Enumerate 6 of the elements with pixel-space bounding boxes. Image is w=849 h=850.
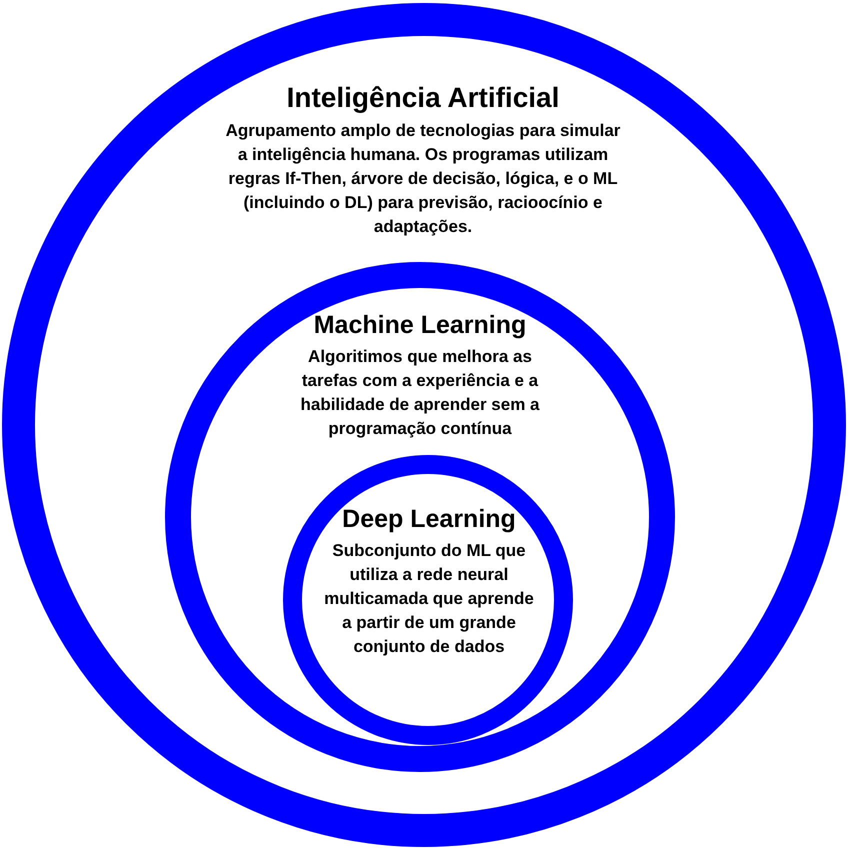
circle-description: Algoritimos que melhora as tarefas com a experiência e a habilidade de aprender sem a programação contínua: [299, 346, 541, 440]
circle-title: Inteligência Artificial: [286, 81, 560, 115]
circle-description: Subconjunto do ML que utiliza a rede neural multicamada que aprende a partir de um grande conjunto de dados: [323, 540, 535, 658]
circle-title: Deep Learning: [342, 504, 516, 535]
circle-title: Machine Learning: [314, 310, 526, 341]
circle-description: Agrupamento amplo de tecnologias para simular a inteligência humana. Os programas utilizam regras If-Then, árvore de decisão, lógica, e o ML (incluindo o DL) para previsão, racioocínio e adaptações.: [224, 120, 622, 238]
